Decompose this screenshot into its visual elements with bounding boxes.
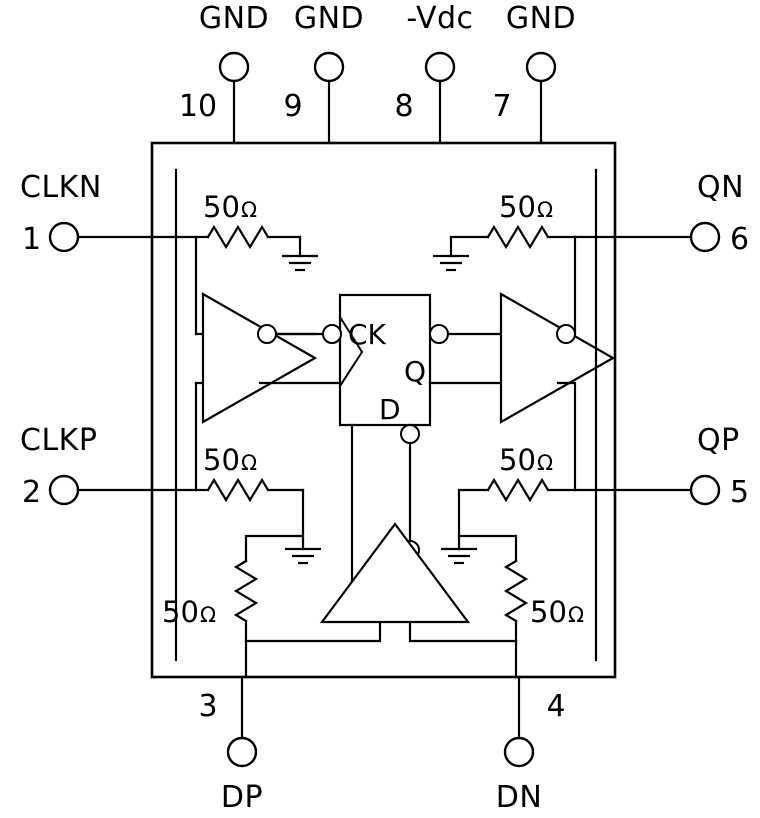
wire-outbuffer-bottom-to-qp	[556, 381, 577, 492]
resistor-qn-value: 50	[499, 190, 536, 224]
resistor-clkp-value: 50	[203, 443, 240, 477]
pin-number-10: 10	[179, 89, 217, 124]
input-buffer-triangle	[201, 292, 318, 424]
pin-label-5: QP	[697, 423, 740, 458]
resistor-clkn-unit: Ω	[241, 198, 257, 222]
pin-terminal-9[interactable]	[313, 51, 345, 83]
flipflop-block	[338, 293, 432, 427]
pin-terminal-1[interactable]	[48, 221, 80, 253]
pin-label-10: GND	[199, 1, 269, 36]
resistor-clkp	[194, 477, 305, 503]
pin-label-2: CLKP	[20, 423, 97, 458]
top-pin-leads	[232, 80, 543, 145]
pin-number-8: 8	[394, 89, 413, 124]
pin-number-9: 9	[283, 89, 302, 124]
inverting-bubble-right-buffer	[556, 324, 576, 344]
ground-symbol-qp	[441, 488, 477, 565]
wire-gnd-to-dn-resistor	[457, 534, 518, 563]
pin-terminal-10[interactable]	[218, 51, 250, 83]
flipflop-pin-label-ck: CK	[348, 318, 387, 351]
data-buffer-triangle	[319, 522, 471, 624]
ic-package-outline	[150, 141, 617, 679]
ground-symbol-clkn	[282, 235, 318, 272]
pin-number-5: 5	[730, 475, 749, 510]
resistor-clkn-value: 50	[203, 190, 240, 224]
resistor-dp-unit: Ω	[200, 603, 216, 627]
pin-terminal-3[interactable]	[226, 736, 258, 768]
resistor-dn-value: 50	[530, 595, 567, 629]
pin-number-2: 2	[22, 475, 41, 510]
pin-terminal-2[interactable]	[48, 474, 80, 506]
ground-symbol-qn	[433, 235, 469, 272]
resistor-dn-unit: Ω	[568, 603, 584, 627]
pin-label-6: QN	[697, 170, 744, 205]
pin-number-1: 1	[22, 222, 41, 257]
pin-label-1: CLKN	[20, 170, 102, 205]
pin-label-4: DN	[496, 780, 543, 815]
ground-symbol-clkp	[285, 488, 321, 565]
flipflop-pin-label-d: D	[379, 393, 401, 426]
q-output-bubble	[429, 324, 449, 344]
resistor-dp-value: 50	[162, 595, 199, 629]
inverting-bubble-left-buffer	[257, 324, 277, 344]
wire-dp-to-buffer	[244, 620, 382, 643]
resistor-clkn	[194, 224, 302, 250]
resistor-qp-value: 50	[499, 443, 536, 477]
pin-number-3: 3	[198, 689, 217, 724]
resistor-dp	[233, 559, 259, 643]
resistor-qn	[449, 224, 577, 250]
output-buffer-triangle	[499, 292, 616, 424]
resistor-qp-unit: Ω	[537, 451, 553, 475]
resistor-qp	[457, 477, 577, 503]
resistor-qn-unit: Ω	[537, 198, 553, 222]
pin-terminal-5[interactable]	[689, 474, 721, 506]
resistor-dn	[503, 559, 529, 643]
pin-label-8: -Vdc	[406, 1, 473, 36]
pin-label-3: DP	[221, 780, 263, 815]
pin-terminal-8[interactable]	[424, 51, 456, 83]
flipflop-pin-label-q: Q	[404, 355, 426, 388]
pin-terminal-6[interactable]	[689, 221, 721, 253]
pin-terminal-4[interactable]	[503, 736, 535, 768]
resistor-clkp-unit: Ω	[241, 451, 257, 475]
wire-dn-to-buffer	[408, 620, 518, 643]
pin-number-4: 4	[546, 689, 565, 724]
pin-terminal-7[interactable]	[525, 51, 557, 83]
pin-number-7: 7	[492, 89, 511, 124]
clock-edge-triangle-icon	[338, 315, 364, 388]
ck-input-bubble	[322, 324, 342, 344]
pin-number-6: 6	[730, 222, 749, 257]
pin-label-7: GND	[506, 1, 576, 36]
wire-gnd-to-dp-resistor	[244, 534, 305, 563]
pin-label-9: GND	[294, 1, 364, 36]
d-input-bubble	[400, 424, 420, 444]
